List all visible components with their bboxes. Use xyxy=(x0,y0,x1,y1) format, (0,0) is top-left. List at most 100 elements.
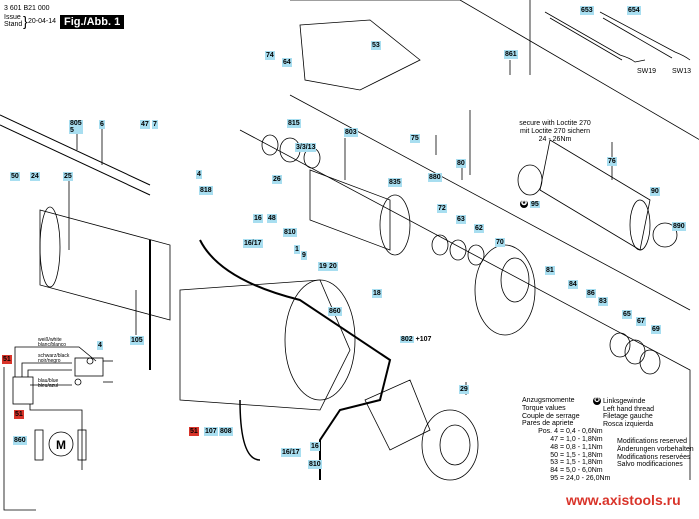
part-label-3-3-13[interactable]: 3/3/13 xyxy=(295,143,317,152)
part-label-19[interactable]: 19 xyxy=(318,262,328,271)
wire-black-2: noir/negro xyxy=(38,358,61,364)
part-label-63[interactable]: 63 xyxy=(456,215,466,224)
spindle-sleeve xyxy=(539,139,651,251)
left-thread-star-icon: ✪ xyxy=(593,397,601,405)
part-label-26[interactable]: 26 xyxy=(272,175,282,184)
wire-harness xyxy=(149,239,392,480)
part-label-802[interactable]: 802 +107 xyxy=(400,335,431,344)
motor-housing xyxy=(39,209,171,321)
mods-line-en: Modifications reserved xyxy=(617,438,688,445)
wiring-label-4[interactable]: 4 xyxy=(97,341,103,350)
part-label-9[interactable]: 9 xyxy=(301,251,307,260)
part-label-25[interactable]: 25 xyxy=(63,172,73,181)
part-label-818[interactable]: 818 xyxy=(199,186,213,195)
wiring-label-51-top[interactable]: 51 xyxy=(2,355,12,364)
part-label-80[interactable]: 80 xyxy=(456,159,466,168)
part-label-890[interactable]: 890 xyxy=(672,222,686,231)
part-label-802-suffix: +107 xyxy=(415,336,432,343)
motor-symbol xyxy=(48,431,74,457)
part-label-48[interactable]: 48 xyxy=(267,214,277,223)
bearing-flange xyxy=(474,244,536,336)
part-label-74[interactable]: 74 xyxy=(265,51,275,60)
part-label-53[interactable]: 53 xyxy=(371,41,381,50)
wrench-size-sw13: SW13 xyxy=(672,68,692,75)
part-label-95[interactable]: ✪95 xyxy=(520,200,540,209)
wiring-label-860[interactable]: 860 xyxy=(13,436,27,445)
part-label-803[interactable]: 803 xyxy=(344,128,358,137)
torque-range: = 5,0 - 6,0Nm xyxy=(560,467,603,475)
part-label-105[interactable]: 105 xyxy=(130,336,144,345)
part-label-95-text: 95 xyxy=(530,201,540,208)
part-label-90[interactable]: 90 xyxy=(650,187,660,196)
wiring-label-51-bottom[interactable]: 51 xyxy=(14,410,24,419)
torque-table: Anzugsmomente Torque values Couple de se… xyxy=(522,397,610,483)
part-label-16-bottom[interactable]: 16 xyxy=(310,442,320,451)
wire-blue-1: blau/blue xyxy=(38,378,59,384)
torque-range: = 1,5 - 1,8Nm xyxy=(560,451,603,459)
issue-line-1: Issue xyxy=(4,14,21,21)
part-label-70[interactable]: 70 xyxy=(495,238,505,247)
part-label-16-17-bottom[interactable]: 16/17 xyxy=(281,448,301,457)
part-label-16[interactable]: 16 xyxy=(253,214,263,223)
mods-line-de: Änderungen vorbehalten xyxy=(617,445,694,453)
part-label-20[interactable]: 20 xyxy=(328,262,338,271)
part-label-84[interactable]: 84 xyxy=(568,280,578,289)
brace: } xyxy=(23,13,28,29)
wire-white-1: weiß/white xyxy=(38,337,62,343)
guide-box-top xyxy=(290,0,699,140)
part-label-6[interactable]: 6 xyxy=(99,120,105,129)
part-label-810[interactable]: 810 xyxy=(283,228,297,237)
wiring-controller xyxy=(12,376,34,405)
part-label-107[interactable]: 107 xyxy=(204,427,218,436)
part-label-75[interactable]: 75 xyxy=(410,134,420,143)
part-label-62[interactable]: 62 xyxy=(474,224,484,233)
wire-blue-2: bleu/azul xyxy=(38,383,59,389)
part-label-4[interactable]: 4 xyxy=(196,170,202,179)
left-thread-star-icon: ✪ xyxy=(520,200,528,209)
part-label-861[interactable]: 861 xyxy=(504,50,518,59)
part-label-18[interactable]: 18 xyxy=(372,289,382,298)
part-label-880[interactable]: 880 xyxy=(428,173,442,182)
part-label-65[interactable]: 65 xyxy=(622,310,632,319)
part-label-76[interactable]: 76 xyxy=(607,157,617,166)
part-label-7[interactable]: 7 xyxy=(152,120,158,129)
part-label-64[interactable]: 64 xyxy=(282,58,292,67)
part-label-24[interactable]: 24 xyxy=(30,172,40,181)
part-label-654[interactable]: 654 xyxy=(627,6,641,15)
part-label-83[interactable]: 83 xyxy=(598,297,608,306)
part-label-835[interactable]: 835 xyxy=(388,178,402,187)
part-label-69[interactable]: 69 xyxy=(651,325,661,334)
torque-row: 47= 1,0 - 1,8Nm xyxy=(522,436,610,444)
torque-row: 95= 24,0 - 26,0Nm xyxy=(522,475,610,483)
torque-pos: 4 xyxy=(554,428,558,436)
torque-row: Pos. 4= 0,4 - 0,6Nm xyxy=(522,428,610,436)
torque-range: = 1,0 - 1,8Nm xyxy=(560,435,603,443)
end-cap xyxy=(421,409,479,481)
part-label-29[interactable]: 29 xyxy=(459,385,469,394)
torque-row: 53= 1,5 - 1,8Nm xyxy=(522,459,610,467)
part-label-51[interactable]: 51 xyxy=(189,427,199,436)
part-label-16-17[interactable]: 16/17 xyxy=(243,239,263,248)
part-label-810-bottom[interactable]: 810 xyxy=(308,460,322,469)
field-housing xyxy=(179,279,351,411)
part-label-805-text: 805 xyxy=(70,120,82,127)
part-label-72[interactable]: 72 xyxy=(437,204,447,213)
modifications-note: Modifications reserved Änderungen vorbeh… xyxy=(617,438,694,469)
part-label-653[interactable]: 653 xyxy=(580,6,594,15)
watermark-url[interactable]: www.axistools.ru xyxy=(566,492,681,508)
part-label-81[interactable]: 81 xyxy=(545,266,555,275)
part-label-815[interactable]: 815 xyxy=(287,119,301,128)
part-label-47[interactable]: 47 xyxy=(140,120,150,129)
lh-line-es: Rosca izquierda xyxy=(603,421,654,429)
part-label-86[interactable]: 86 xyxy=(586,289,596,298)
part-label-808[interactable]: 808 xyxy=(219,427,233,436)
part-label-50[interactable]: 50 xyxy=(10,172,20,181)
part-label-1[interactable]: 1 xyxy=(294,245,300,254)
part-label-67[interactable]: 67 xyxy=(636,317,646,326)
part-label-860[interactable]: 860 xyxy=(328,307,342,316)
armature xyxy=(309,169,391,251)
torque-range: = 0,4 - 0,6Nm xyxy=(560,428,603,436)
